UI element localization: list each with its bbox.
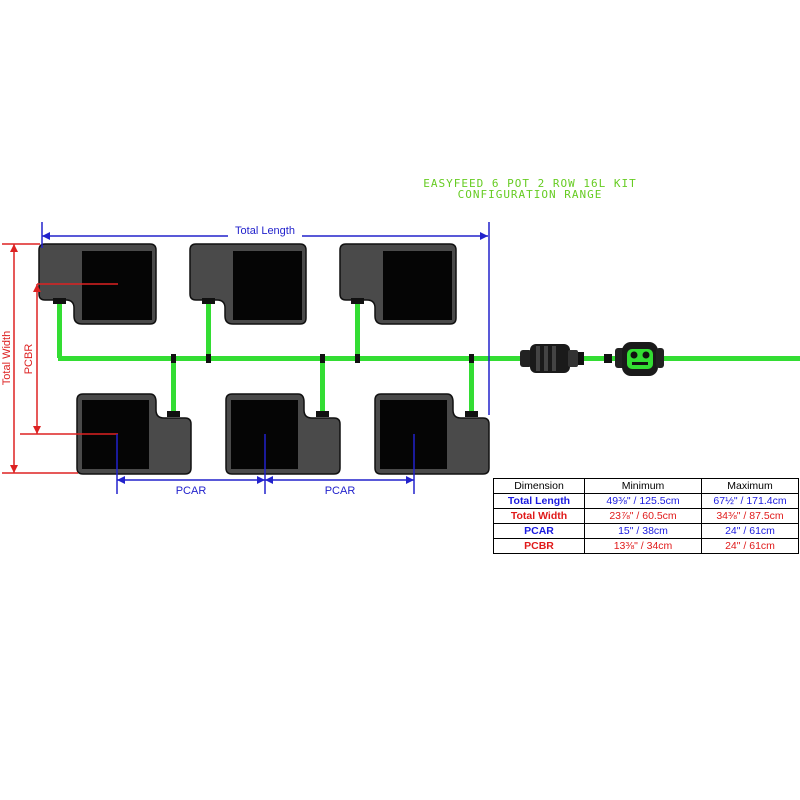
total-width-label: Total Width	[1, 331, 13, 385]
valve-icon	[615, 342, 664, 376]
drop-line	[320, 358, 325, 413]
pot-connector	[53, 298, 66, 304]
pot-connector	[351, 298, 364, 304]
table-header: Minimum	[584, 478, 702, 494]
drop-line	[57, 300, 62, 358]
pot-connector	[465, 411, 478, 417]
drop-line	[355, 300, 360, 358]
tee-joint	[469, 354, 474, 363]
tee-joint	[604, 354, 612, 363]
total-length-dimension: Total Length	[41, 222, 490, 415]
table-header-row: Dimension Minimum Maximum	[493, 478, 799, 494]
pot-connector	[316, 411, 329, 417]
table-header: Maximum	[701, 478, 799, 494]
pcbr-dimension: PCBR	[20, 283, 118, 435]
title-line-2: CONFIGURATION RANGE	[457, 188, 603, 201]
row-minimum: 23⅞" / 60.5cm	[584, 508, 702, 524]
tee-joint	[206, 354, 211, 363]
row-dimension: Total Width	[493, 508, 585, 524]
table-row: PCAR 15" / 38cm 24" / 61cm	[493, 523, 799, 539]
tee-joint	[355, 354, 360, 363]
table-header: Dimension	[493, 478, 585, 494]
table-row: Total Length 49⅜" / 125.5cm 67½" / 171.4…	[493, 493, 799, 509]
pcar-right-label: PCAR	[325, 485, 356, 497]
diagram-title: EASYFEED 6 POT 2 ROW 16L KIT CONFIGURATI…	[380, 178, 680, 200]
pot	[189, 243, 307, 325]
row-minimum: 15" / 38cm	[584, 523, 702, 539]
main-feed-line	[58, 356, 800, 361]
pcar-dimensions: PCAR PCAR	[116, 434, 415, 497]
filter-icon	[520, 344, 584, 373]
row-dimension: PCAR	[493, 523, 585, 539]
row-minimum: 13⅜" / 34cm	[584, 538, 702, 554]
drop-line	[171, 358, 176, 413]
feed-lines	[57, 300, 800, 413]
table-row: PCBR 13⅜" / 34cm 24" / 61cm	[493, 538, 799, 554]
drop-line	[469, 358, 474, 413]
row-maximum: 24" / 61cm	[701, 538, 799, 554]
drop-line	[206, 300, 211, 358]
row-maximum: 24" / 61cm	[701, 523, 799, 539]
total-width-dimension: Total Width	[1, 243, 78, 474]
tee-joint	[171, 354, 176, 363]
dimensions-table: Dimension Minimum Maximum Total Length 4…	[493, 478, 799, 554]
table-row: Total Width 23⅞" / 60.5cm 34⅜" / 87.5cm	[493, 508, 799, 524]
pot	[339, 243, 457, 325]
pcar-left-label: PCAR	[176, 485, 207, 497]
pot-connector	[202, 298, 215, 304]
pot	[225, 393, 341, 475]
row-dimension: Total Length	[493, 493, 585, 509]
pot-connector	[167, 411, 180, 417]
row-maximum: 34⅜" / 87.5cm	[701, 508, 799, 524]
row-maximum: 67½" / 171.4cm	[701, 493, 799, 509]
bottom-row-pots	[76, 393, 490, 475]
row-minimum: 49⅜" / 125.5cm	[584, 493, 702, 509]
title-line-1: EASYFEED 6 POT 2 ROW 16L KIT	[423, 177, 637, 190]
row-dimension: PCBR	[493, 538, 585, 554]
total-length-label: Total Length	[235, 225, 295, 237]
pcbr-label: PCBR	[23, 344, 35, 375]
tee-joint	[320, 354, 325, 363]
